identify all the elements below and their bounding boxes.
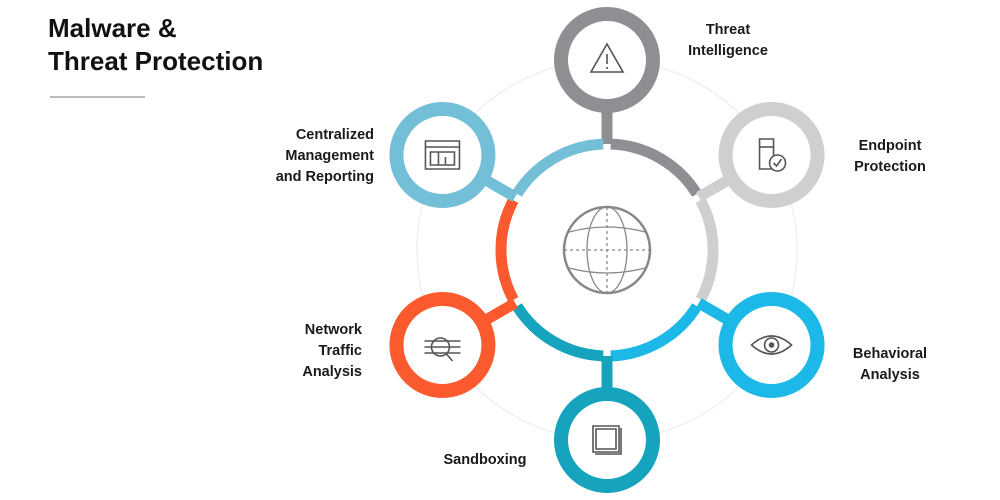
label-threat-intelligence: Threat Intelligence bbox=[668, 20, 788, 62]
ring-segment-behavioral-analysis bbox=[610, 303, 702, 362]
node-endpoint-protection bbox=[718, 102, 825, 208]
label-line: Endpoint bbox=[858, 138, 922, 154]
icon-stroke bbox=[595, 428, 617, 450]
label-line: Intelligence bbox=[688, 43, 768, 59]
icon-stroke bbox=[424, 140, 461, 170]
check-circle bbox=[768, 154, 787, 172]
ring-segment-threat-intelligence bbox=[610, 138, 702, 197]
label-line: Traffic bbox=[318, 343, 362, 359]
icon-stroke bbox=[772, 158, 783, 168]
label-line: Management bbox=[285, 148, 374, 164]
pupil bbox=[768, 342, 775, 348]
node-ring bbox=[389, 292, 496, 398]
node-ring bbox=[389, 102, 496, 208]
title-line-2: Threat Protection bbox=[48, 46, 264, 76]
label-line: Protection bbox=[854, 159, 926, 175]
title-line-1: Malware & bbox=[48, 13, 177, 43]
magnifier-icon bbox=[424, 337, 461, 362]
label-line: Centralized bbox=[295, 127, 374, 143]
label-line: Behavioral bbox=[852, 346, 928, 362]
connector-centralized-management bbox=[483, 175, 518, 202]
icon-stroke bbox=[429, 151, 456, 166]
label-endpoint-protection: Endpoint Protection bbox=[835, 136, 945, 178]
icon-stroke bbox=[424, 340, 461, 354]
globe-latitudes bbox=[568, 226, 646, 274]
node-centralized-management bbox=[389, 102, 496, 208]
label-line: Analysis bbox=[860, 367, 920, 383]
label-behavioral-analysis: Behavioral Analysis bbox=[835, 344, 945, 386]
server-check-icon bbox=[758, 138, 787, 172]
node-behavioral-analysis bbox=[718, 292, 825, 398]
node-threat-intelligence bbox=[554, 7, 660, 113]
label-line: Sandboxing bbox=[443, 452, 527, 468]
title-divider bbox=[50, 96, 145, 98]
label-line: Threat bbox=[705, 22, 751, 38]
globe-icon bbox=[562, 205, 652, 295]
icon-stroke bbox=[750, 335, 793, 355]
icon-stroke bbox=[595, 428, 622, 455]
ring-segment-endpoint-protection bbox=[695, 197, 719, 303]
icon-stroke bbox=[589, 42, 625, 73]
label-line: Network bbox=[304, 322, 362, 338]
page-title: Malware & Threat Protection bbox=[48, 12, 263, 78]
ring-segment-centralized-management bbox=[512, 138, 604, 197]
ring-segment-network-traffic-analysis bbox=[495, 197, 519, 303]
label-line: and Reporting bbox=[275, 169, 374, 185]
icon-stroke bbox=[445, 353, 454, 362]
connector-endpoint-protection bbox=[696, 175, 731, 202]
lens bbox=[430, 337, 451, 357]
icon-stroke bbox=[437, 152, 447, 165]
warning-triangle-icon bbox=[589, 42, 625, 73]
node-ring bbox=[718, 102, 825, 208]
node-network-traffic-analysis bbox=[389, 292, 496, 398]
label-network-traffic-analysis: Network Traffic Analysis bbox=[250, 320, 362, 383]
connector-behavioral-analysis bbox=[696, 298, 731, 325]
eye-icon bbox=[750, 335, 793, 355]
label-sandboxing: Sandboxing bbox=[430, 450, 540, 471]
icon-stroke bbox=[592, 425, 620, 453]
label-line: Analysis bbox=[302, 364, 362, 380]
iris bbox=[763, 337, 780, 353]
node-sandboxing bbox=[554, 387, 660, 493]
dashboard-icon bbox=[424, 140, 461, 170]
node-ring bbox=[554, 387, 660, 493]
sandbox-window-icon bbox=[592, 425, 622, 455]
ring-segment-sandboxing bbox=[512, 303, 604, 362]
label-centralized-management: Centralized Management and Reporting bbox=[230, 125, 374, 188]
connector-network-traffic-analysis bbox=[483, 298, 518, 325]
